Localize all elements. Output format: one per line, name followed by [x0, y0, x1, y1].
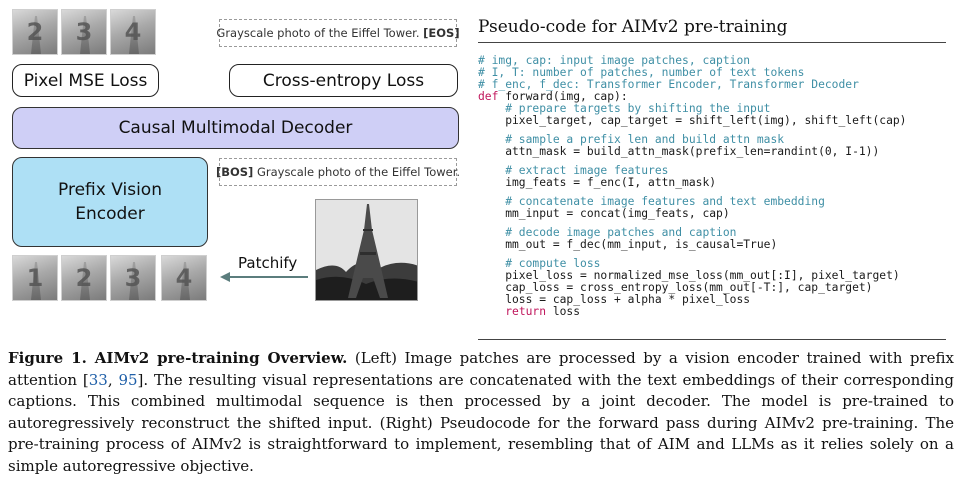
patch-number: 4: [175, 264, 193, 292]
code-line: # concatenate image features and text em…: [478, 195, 825, 208]
citation-link-95[interactable]: 95: [118, 370, 138, 389]
pixel-mse-loss-box: Pixel MSE Loss: [12, 64, 159, 97]
target-patch-2: 2: [12, 9, 58, 55]
code-line: # compute loss: [478, 257, 601, 270]
patchify-arrow-icon: [220, 272, 308, 282]
input-patch-1: 1: [12, 255, 58, 301]
figure-caption: Figure 1. AIMv2 pre-training Overview. (…: [8, 348, 954, 477]
cross-entropy-loss-label: Cross-entropy Loss: [262, 70, 425, 91]
pseudocode-title: Pseudo-code for AIMv2 pre-training: [478, 17, 788, 37]
caption-text-2: ]. The resulting visual representations …: [8, 370, 954, 475]
code-line: mm_out = f_dec(mm_input, is_causal=True): [478, 238, 778, 251]
top-rule: [478, 42, 946, 43]
patch-number: 2: [26, 18, 44, 46]
caption-lead: Figure 1. AIMv2 pre-training Overview.: [8, 349, 348, 367]
input-patch-3: 3: [110, 255, 156, 301]
eiffel-tower-photo: [315, 199, 418, 301]
input-caption-box: [BOS] Grayscale photo of the Eiffel Towe…: [215, 158, 461, 186]
code-line: return loss: [505, 305, 581, 318]
code-line: cap_loss = cross_entropy_loss(mm_out[-T:…: [478, 281, 873, 294]
patch-number: 3: [75, 18, 93, 46]
code-line: # prepare targets by shifting the input: [478, 102, 771, 115]
input-caption-text: Grayscale photo of the Eiffel Tower.: [256, 165, 461, 179]
input-patch-4: 4: [161, 255, 207, 301]
cross-entropy-loss-box: Cross-entropy Loss: [229, 64, 458, 97]
encoder-label-line1: Prefix Vision: [58, 180, 162, 200]
bottom-rule: [478, 339, 946, 340]
code-line: def forward(img, cap):: [478, 90, 628, 103]
patch-number: 2: [75, 264, 93, 292]
code-line: # I, T: number of patches, number of tex…: [478, 66, 805, 79]
prefix-vision-encoder: Prefix Vision Encoder: [12, 157, 208, 247]
target-caption-text: Grayscale photo of the Eiffel Tower.: [216, 26, 420, 40]
code-line: mm_input = concat(img_feats, cap): [478, 207, 730, 220]
code-line: attn_mask = build_attn_mask(prefix_len=r…: [478, 145, 880, 158]
bos-token: [BOS]: [215, 165, 254, 179]
target-patch-4: 4: [110, 9, 156, 55]
code-line: pixel_target, cap_target = shift_left(im…: [478, 114, 907, 127]
code-line: # f_enc, f_dec: Transformer Encoder, Tra…: [478, 78, 859, 91]
code-line: pixel_loss = normalized_mse_loss(mm_out[…: [478, 269, 900, 282]
caption-text-1: (Left) Image patches are processed by a …: [8, 349, 954, 389]
eos-token: [EOS]: [423, 26, 460, 40]
pseudocode-block: # img, cap: input image patches, caption…: [478, 55, 906, 318]
code-line: # decode image patches and caption: [478, 226, 737, 239]
code-line: img_feats = f_enc(I, attn_mask): [478, 176, 717, 189]
target-patch-3: 3: [61, 9, 107, 55]
encoder-label-line2: Encoder: [75, 204, 145, 224]
code-line: # sample a prefix len and build attn mas…: [478, 133, 785, 146]
causal-multimodal-decoder: Causal Multimodal Decoder: [12, 107, 459, 149]
code-line: # img, cap: input image patches, caption: [478, 54, 751, 67]
patch-number: 1: [26, 264, 44, 292]
citation-separator: ,: [107, 370, 119, 389]
target-caption-box: Grayscale photo of the Eiffel Tower. [EO…: [216, 19, 460, 47]
patch-number: 4: [124, 18, 142, 46]
citation-link-33[interactable]: 33: [88, 370, 108, 389]
input-patch-2: 2: [61, 255, 107, 301]
code-line: loss = cap_loss + alpha * pixel_loss: [478, 293, 751, 306]
patch-number: 3: [124, 264, 142, 292]
code-line: # extract image features: [478, 164, 669, 177]
pixel-mse-loss-label: Pixel MSE Loss: [23, 70, 148, 91]
decoder-label: Causal Multimodal Decoder: [118, 118, 353, 138]
patchify-label: Patchify: [238, 254, 298, 272]
